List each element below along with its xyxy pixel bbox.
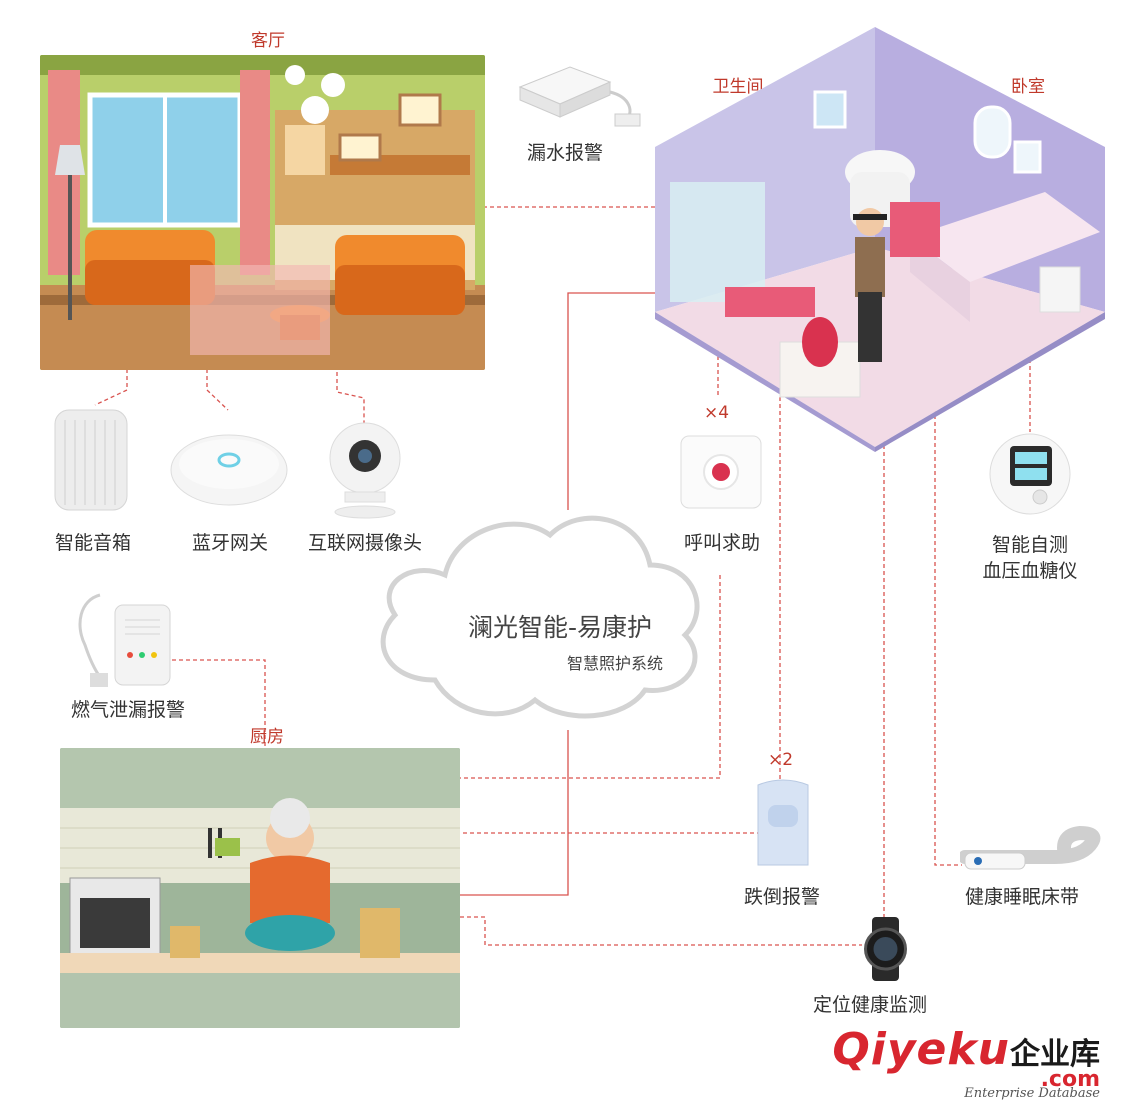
label-bp-glucose-meter-2: 血压血糖仪 bbox=[982, 560, 1078, 582]
room-label-living: 客厅 bbox=[251, 31, 285, 51]
sleep-belt-image bbox=[960, 825, 1102, 880]
watermark-brand: Qiyeku bbox=[832, 1024, 1010, 1075]
gas-leak-alarm-image bbox=[70, 585, 180, 690]
bath-bedroom-illustration bbox=[650, 22, 1110, 452]
fall-alarm-image bbox=[752, 775, 814, 870]
room-label-kitchen: 厨房 bbox=[250, 727, 284, 747]
label-smart-speaker: 智能音箱 bbox=[54, 532, 132, 554]
water-leak-alarm-image bbox=[515, 52, 645, 132]
cloud-shape bbox=[380, 515, 700, 719]
bp-glucose-meter-image bbox=[985, 432, 1075, 517]
cloud-subtitle: 智慧照护系统 bbox=[566, 654, 664, 673]
label-fall-alarm: 跌倒报警 bbox=[743, 886, 821, 908]
label-gas-leak-alarm: 燃气泄漏报警 bbox=[70, 699, 186, 721]
cloud-system: 澜光智能-易康护 智慧照护系统 bbox=[365, 500, 715, 730]
room-label-bedroom: 卧室 bbox=[1011, 77, 1045, 97]
emergency-call-image bbox=[675, 432, 767, 512]
location-watch-image bbox=[858, 915, 913, 983]
label-bp-glucose-meter-1: 智能自测 bbox=[991, 534, 1069, 556]
cloud-title: 澜光智能-易康护 bbox=[467, 613, 653, 642]
label-sleep-belt: 健康睡眠床带 bbox=[964, 886, 1080, 908]
bluetooth-gateway-image bbox=[168, 430, 290, 510]
label-bluetooth-gateway: 蓝牙网关 bbox=[191, 532, 269, 554]
watermark-tagline: Enterprise Database bbox=[964, 1086, 1100, 1101]
label-location-watch: 定位健康监测 bbox=[812, 994, 928, 1016]
line-call-kitchen bbox=[445, 575, 721, 779]
watermark: Qiyeku企业库 .com Enterprise Database bbox=[832, 1024, 1100, 1101]
ip-camera-image bbox=[325, 420, 405, 520]
label-ip-camera: 互联网摄像头 bbox=[307, 532, 423, 554]
count-emergency-call: ×4 bbox=[704, 403, 730, 423]
watermark-cn: 企业库 bbox=[1010, 1037, 1100, 1072]
room-label-bathroom: 卫生间 bbox=[712, 77, 764, 97]
living-room-illustration bbox=[40, 55, 485, 370]
count-fall-alarm: ×2 bbox=[768, 750, 794, 770]
watermark-domain: .com bbox=[1040, 1067, 1100, 1092]
line-sleep bbox=[934, 282, 962, 866]
line-cloud-down bbox=[440, 730, 569, 896]
label-emergency-call: 呼叫求助 bbox=[683, 532, 761, 554]
label-water-leak-alarm: 漏水报警 bbox=[526, 142, 604, 164]
line-kitchen-watch bbox=[320, 916, 862, 946]
smart-speaker-image bbox=[50, 405, 132, 515]
kitchen-illustration bbox=[60, 748, 460, 1028]
